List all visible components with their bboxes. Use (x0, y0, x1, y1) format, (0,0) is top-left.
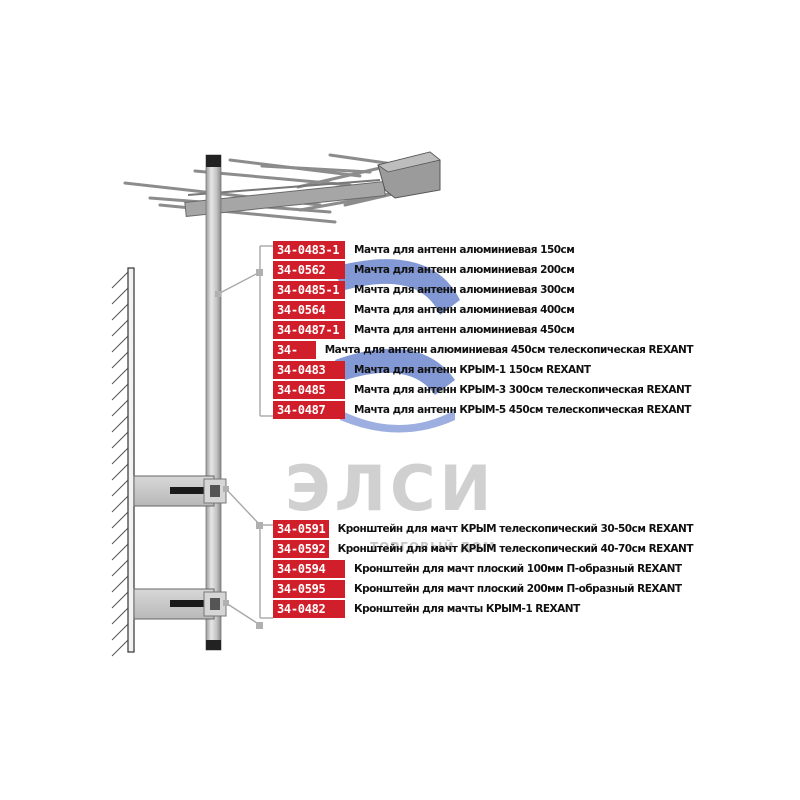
list-item: 34-0485 Мачта для антенн КРЫМ-3 300см тел… (273, 380, 693, 400)
bracket-upper (133, 475, 227, 507)
item-description: Мачта для антенн алюминиевая 400см (354, 304, 575, 316)
list-item: 34-0565 Мачта для антенн алюминиевая 450с… (273, 340, 694, 375)
list-item: 34-0564 Мачта для антенн алюминиевая 400с… (273, 300, 693, 320)
list-item: 34-0483-1 Мачта для антенн алюминиевая 15… (273, 240, 693, 260)
logo-swirl (330, 259, 460, 433)
item-code: 34-0483-1 (273, 241, 345, 259)
mast-pole (205, 154, 222, 651)
item-code: 34-0565 (273, 341, 316, 375)
bracket-lower (133, 588, 227, 620)
item-description: Мачта для антенн КРЫМ-1 150см REXANT (354, 364, 591, 376)
item-code: 34-0487-1 (273, 321, 345, 339)
list-item: 34-0594 Кронштейн для мачт плоский 100мм … (273, 559, 693, 579)
mast-list: 34-0483-1 Мачта для антенн алюминиевая 15… (273, 240, 694, 420)
watermark-subtitle: ТОРГОВЫЙ ДОМ (370, 540, 496, 554)
list-item: 34-0487-1 Мачта для антенн алюминиевая 45… (273, 320, 693, 340)
list-item: 34-0592 Кронштейн для мачт КРЫМ телескопи… (273, 539, 694, 559)
list-item: 34-0482 Кронштейн для мачты КРЫМ-1 REXANT (273, 599, 693, 619)
item-code: 34-0594 (273, 560, 345, 578)
list-item: 34-0485-1 Мачта для антенн алюминиевая 30… (273, 280, 693, 300)
item-code: 34-0485-1 (273, 281, 345, 299)
item-description: Мачта для антенн алюминиевая 450см (354, 324, 575, 336)
item-code: 34-0591 (273, 520, 329, 538)
item-code: 34-0595 (273, 580, 345, 598)
item-code: 34-0487 (273, 401, 345, 419)
item-description: Кронштейн для мачт плоский 200мм П-образ… (354, 583, 682, 595)
antenna (123, 151, 441, 224)
item-description: Мачта для антенн алюминиевая 300см (354, 284, 575, 296)
list-item: 34-0483 Мачта для антенн КРЫМ-1 150см REX… (273, 360, 693, 380)
wall (111, 267, 135, 657)
item-code: 34-0485 (273, 381, 345, 399)
item-description: Кронштейн для мачт КРЫМ телескопический … (337, 543, 694, 555)
list-item: 34-0591 Кронштейн для мачт КРЫМ телескопи… (273, 519, 694, 539)
callout-lines (217, 245, 273, 626)
list-item: 34-0562 Мачта для антенн алюминиевая 200с… (273, 260, 693, 280)
list-item: 34-0487 Мачта для антенн КРЫМ-5 450см тел… (273, 400, 693, 420)
item-code: 34-0482 (273, 600, 345, 618)
item-code: 34-0592 (273, 540, 329, 558)
item-description: Мачта для антенн алюминиевая 150см (354, 244, 575, 256)
item-code: 34-0562 (273, 261, 345, 279)
list-item: 34-0595 Кронштейн для мачт плоский 200мм … (273, 579, 693, 599)
item-description: Кронштейн для мачты КРЫМ-1 REXANT (354, 603, 580, 615)
item-description: Мачта для антенн алюминиевая 200см (354, 264, 575, 276)
item-code: 34-0564 (273, 301, 345, 319)
item-description: Мачта для антенн КРЫМ-3 300см телескопич… (354, 384, 691, 396)
item-code: 34-0483 (273, 361, 345, 379)
watermark-brand: ЭЛСИ (285, 452, 496, 525)
item-description: Кронштейн для мачт плоский 100мм П-образ… (354, 563, 682, 575)
item-description: Мачта для антенн КРЫМ-5 450см телескопич… (354, 404, 691, 416)
item-description: Мачта для антенн алюминиевая 450см телес… (324, 344, 694, 356)
item-description: Кронштейн для мачт КРЫМ телескопический … (337, 523, 694, 535)
